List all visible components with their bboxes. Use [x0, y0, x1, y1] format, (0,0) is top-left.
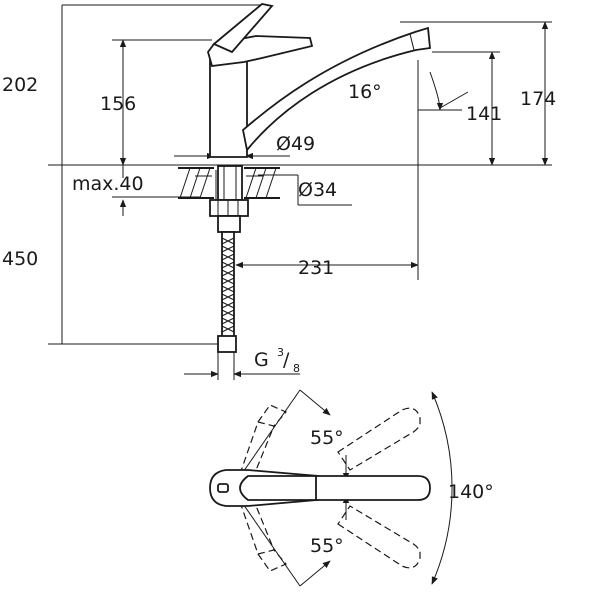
hose-fitting [217, 215, 241, 233]
faucet-body [209, 59, 248, 158]
dim-label-231: 231 [298, 257, 334, 279]
connection-numerator: 3 [277, 346, 284, 359]
connection-g: G [254, 349, 269, 371]
countertop-hatch [178, 167, 280, 199]
dim-label-max-40: max.40 [72, 173, 144, 195]
mounting-shank [217, 165, 243, 201]
angle-label-upper: 55° [310, 427, 344, 449]
dim-label-angle-16: 16° [348, 81, 382, 103]
mounting-nut [209, 199, 249, 217]
faucet-top-indicator [217, 483, 229, 493]
dim-label-174: 174 [520, 88, 556, 110]
dim-label-202: 202 [2, 74, 38, 96]
dim-label-diameter-49: Ø49 [276, 133, 315, 155]
angle-arrow-16 [439, 91, 469, 109]
dim-label-diameter-34: Ø34 [298, 179, 337, 201]
connection-thread-label: G 3 / 8 [254, 346, 300, 375]
braided-hose [217, 231, 237, 353]
angle-label-total: 140° [448, 481, 494, 503]
dim-label-156: 156 [100, 93, 136, 115]
faucet-top-handle [239, 475, 325, 501]
angle-arc-16 [429, 71, 444, 111]
lever-handle-raised [212, 3, 274, 54]
faucet-top-spout [315, 475, 431, 501]
faucet-spout [242, 26, 431, 153]
dim-label-450: 450 [2, 248, 38, 270]
arc-140 [431, 391, 453, 585]
arrow-55-lower [299, 560, 331, 587]
side-view: 202 156 174 141 16° Ø49 max.40 Ø34 450 2… [2, 3, 556, 380]
connection-slash: / [283, 349, 290, 371]
spout-rotated-lower [337, 505, 421, 569]
spout-rotated-upper [337, 407, 421, 471]
dim-label-141: 141 [466, 103, 502, 125]
top-view: 55° 55° 140° [209, 389, 494, 587]
connection-denominator: 8 [293, 362, 300, 375]
arrow-55-upper [299, 389, 331, 416]
angle-label-lower: 55° [310, 535, 344, 557]
